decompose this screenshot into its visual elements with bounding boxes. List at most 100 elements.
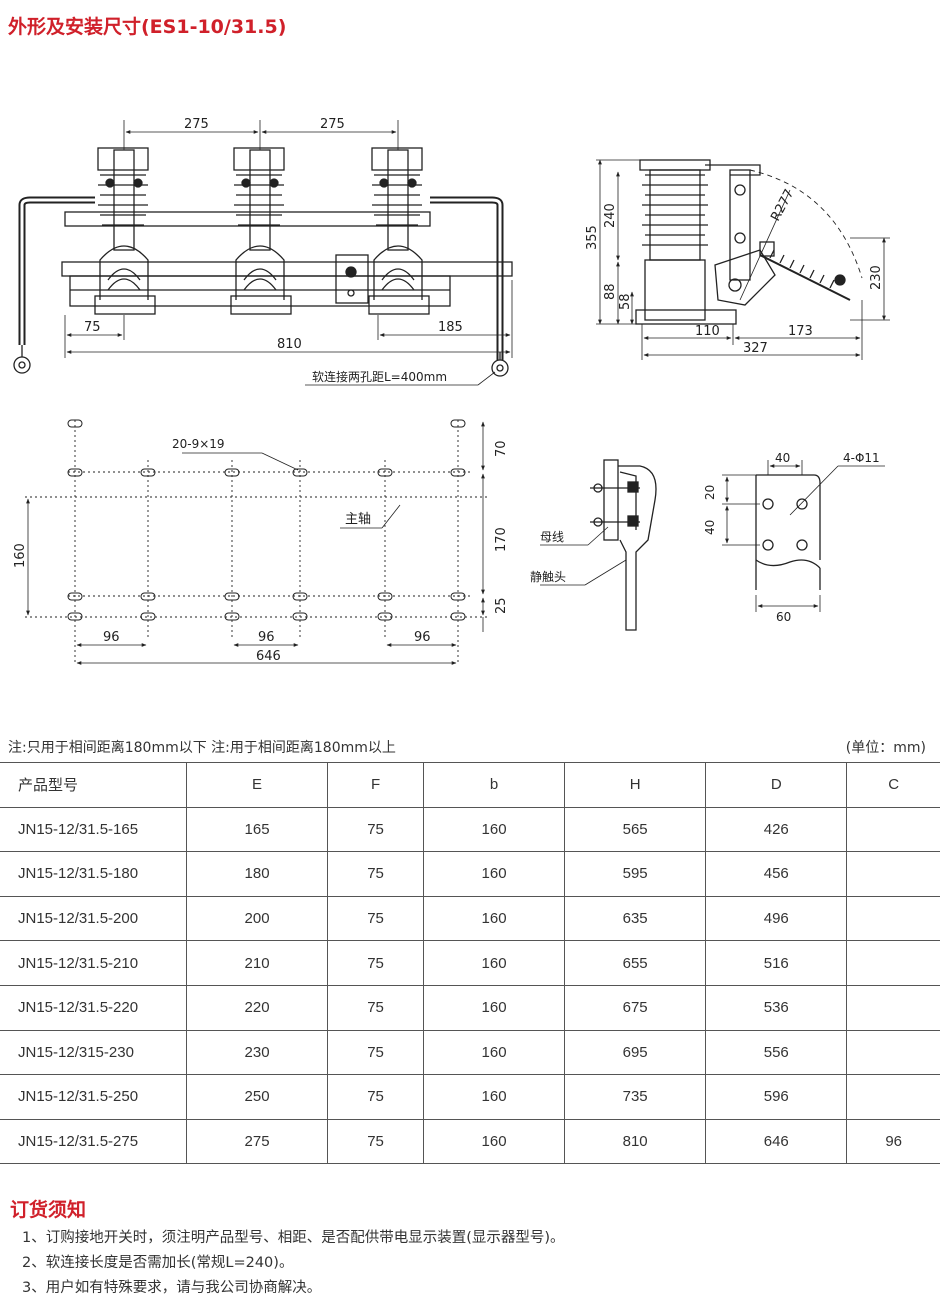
- header-e: E: [185, 762, 328, 808]
- table-row: JN15-12/315-230 230 75 160 695 556: [0, 1029, 940, 1076]
- dim-right: 185: [438, 320, 463, 335]
- cell-f: 75: [327, 895, 424, 942]
- table-row: JN15-12/31.5-180 180 75 160 595 456: [0, 851, 940, 897]
- cell-d: 456: [705, 851, 847, 897]
- cell-model: JN15-12/31.5-275: [0, 1118, 187, 1165]
- contact-label: 静触头: [530, 570, 566, 584]
- holes-label: 4-Φ11: [843, 451, 880, 465]
- spec-table: 产品型号 E F b H D C JN15-12/31.5-165 165 75…: [0, 762, 940, 1165]
- cell-d: 496: [705, 895, 847, 942]
- cell-model: JN15-12/31.5-210: [0, 940, 187, 986]
- cell-c: [846, 851, 940, 897]
- cell-model: JN15-12/315-230: [0, 1029, 187, 1076]
- cell-b: 160: [422, 806, 565, 853]
- cell-f: 75: [327, 806, 424, 853]
- cell-model: JN15-12/31.5-165: [0, 806, 187, 853]
- cell-e: 275: [185, 1118, 328, 1165]
- dim-240: 240: [603, 203, 618, 228]
- terminal-view: [722, 460, 885, 612]
- busbar-label: 母线: [540, 530, 564, 544]
- dim-pitch-1: 275: [184, 117, 209, 132]
- order-item: 1、订购接地开关时，须注明产品型号、相距、是否配供带电显示装置(显示器型号)。: [22, 1230, 565, 1246]
- cell-model: JN15-12/31.5-200: [0, 895, 187, 942]
- dim-230: 230: [869, 265, 884, 290]
- table-row: JN15-12/31.5-200 200 75 160 635 496: [0, 895, 940, 942]
- cell-f: 75: [327, 851, 424, 897]
- header-h: H: [564, 762, 706, 808]
- dim-left: 75: [84, 320, 101, 335]
- cell-model: JN15-12/31.5-220: [0, 984, 187, 1031]
- dim-60: 60: [776, 610, 791, 624]
- cell-e: 220: [185, 984, 328, 1031]
- cell-f: 75: [327, 1029, 424, 1076]
- cell-c: [846, 1074, 940, 1120]
- unit-label: (单位：mm): [845, 740, 926, 756]
- cell-d: 556: [705, 1029, 847, 1076]
- dim-327: 327: [743, 341, 768, 356]
- phase-1: [94, 147, 156, 315]
- dim-96-right: 96: [414, 630, 431, 645]
- dim-355: 355: [585, 225, 600, 250]
- flex-note: 软连接两孔距L=400mm: [312, 369, 447, 384]
- cell-model: JN15-12/31.5-250: [0, 1074, 187, 1120]
- cell-h: 655: [564, 940, 706, 986]
- cell-e: 165: [185, 806, 328, 853]
- cell-b: 160: [422, 1029, 565, 1076]
- phase-3: [368, 147, 430, 315]
- header-model: 产品型号: [0, 762, 187, 808]
- cell-h: 635: [564, 895, 706, 942]
- cell-b: 160: [422, 940, 565, 986]
- header-f: F: [327, 762, 424, 808]
- plan-view: [25, 419, 490, 665]
- header-d: D: [705, 762, 847, 808]
- cell-h: 595: [564, 851, 706, 897]
- dim-646: 646: [256, 649, 281, 664]
- table-header-row: 产品型号 E F b H D C: [0, 762, 940, 808]
- cell-b: 160: [422, 1118, 565, 1165]
- dim-96-middle: 96: [258, 630, 275, 645]
- mounting-slots: [67, 419, 466, 621]
- table-row: JN15-12/31.5-220 220 75 160 675 536: [0, 984, 940, 1031]
- cell-model: JN15-12/31.5-180: [0, 851, 187, 897]
- dim-40-side: 40: [703, 520, 717, 535]
- cell-f: 75: [327, 1118, 424, 1165]
- slot-label: 20-9×19: [172, 437, 225, 451]
- dim-170: 170: [494, 527, 509, 552]
- cell-h: 810: [564, 1118, 706, 1165]
- cell-f: 75: [327, 984, 424, 1031]
- busbar-view: [540, 459, 657, 631]
- dim-88: 88: [603, 283, 618, 300]
- dim-total: 810: [277, 337, 302, 352]
- dim-pitch-2: 275: [320, 117, 345, 132]
- dim-96-left: 96: [103, 630, 120, 645]
- cell-d: 426: [705, 806, 847, 853]
- table-row: JN15-12/31.5-250 250 75 160 735 596: [0, 1074, 940, 1120]
- usage-notes: 注:只用于相间距离180mm以下 注:用于相间距离180mm以上: [8, 740, 396, 756]
- order-item: 2、软连接长度是否需加长(常规L=240)。: [22, 1255, 294, 1271]
- cell-b: 160: [422, 984, 565, 1031]
- cell-h: 735: [564, 1074, 706, 1120]
- dim-radius: R277: [768, 187, 797, 224]
- dim-160: 160: [13, 543, 28, 568]
- dim-25: 25: [494, 597, 509, 614]
- cell-c: [846, 984, 940, 1031]
- shaft-label: 主轴: [345, 512, 371, 527]
- cell-c: [846, 806, 940, 853]
- cell-c: [846, 895, 940, 942]
- cell-d: 646: [705, 1118, 847, 1165]
- cell-b: 160: [422, 895, 565, 942]
- header-c: C: [846, 762, 940, 808]
- cell-e: 200: [185, 895, 328, 942]
- cell-e: 180: [185, 851, 328, 897]
- cell-e: 210: [185, 940, 328, 986]
- dim-58: 58: [618, 293, 633, 310]
- table-row: JN15-12/31.5-210 210 75 160 655 516: [0, 940, 940, 986]
- cell-d: 536: [705, 984, 847, 1031]
- front-view: [13, 120, 513, 386]
- order-item: 3、用户如有特殊要求，请与我公司协商解决。: [22, 1280, 322, 1296]
- table-row: JN15-12/31.5-275 275 75 160 810 646 96: [0, 1118, 940, 1165]
- side-view: [596, 159, 890, 360]
- cell-h: 565: [564, 806, 706, 853]
- cell-f: 75: [327, 1074, 424, 1120]
- cell-d: 516: [705, 940, 847, 986]
